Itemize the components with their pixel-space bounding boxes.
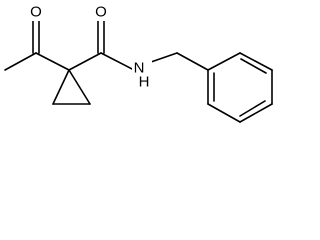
bond-phenyl-4 [239, 103, 273, 123]
bond-ring-amide-carbonyl [68, 52, 102, 71]
amide-oxygen-backdrop [95, 3, 107, 21]
bond-phenyl-inner-2 [239, 100, 266, 117]
amide-hydrogen-label: H [139, 74, 150, 91]
ketone-oxygen-label: O [30, 4, 42, 21]
bond-phenyl-5 [207, 103, 241, 123]
bond-phenyl-1 [207, 52, 241, 71]
bond-methyl-carbonyl [4, 52, 37, 71]
bond-ring-left [52, 69, 70, 105]
amide-nitrogen-backdrop [132, 59, 152, 77]
bond-nitrogen-ch2 [150, 52, 178, 63]
amide-oxygen-label: O [95, 4, 107, 21]
bond-ch2-phenyl [176, 52, 209, 71]
bond-ketone-carbonyl-ring [35, 52, 70, 71]
bond-phenyl-inner-1 [240, 58, 267, 74]
bond-ring-right [68, 69, 91, 105]
ketone-oxygen-backdrop [30, 3, 42, 21]
bond-carbonyl-nitrogen [100, 52, 135, 71]
bond-phenyl-2 [239, 52, 273, 71]
chemical-structure: O O N H [4, 3, 273, 123]
amide-nitrogen-label: N [134, 60, 145, 77]
